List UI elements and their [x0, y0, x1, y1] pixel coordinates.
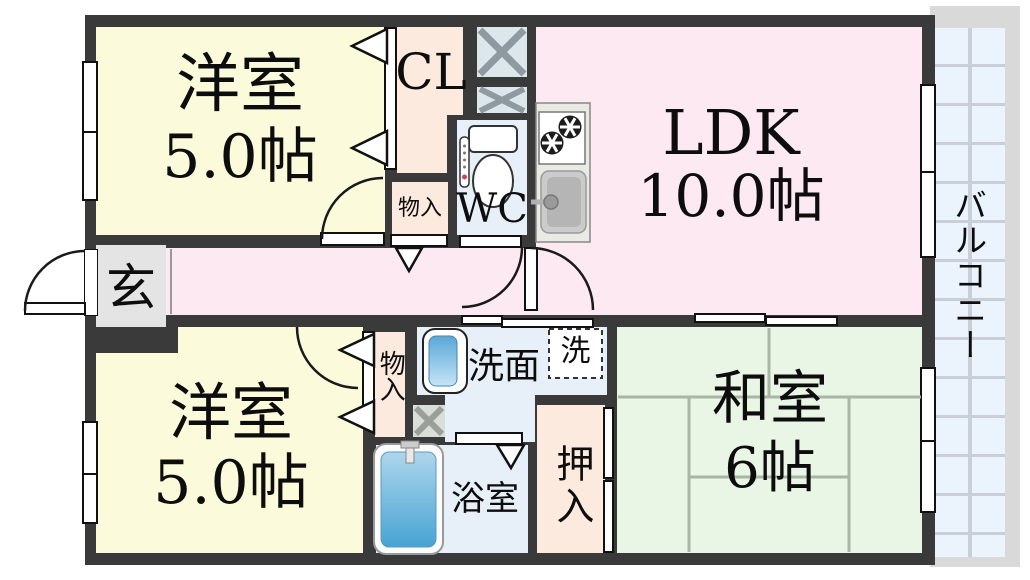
entrance-door-leaf: [24, 302, 86, 315]
oshiire-door-a: [603, 407, 614, 479]
door-ldk-leaf: [524, 247, 538, 311]
sliding-door-japanese-b: [765, 316, 838, 326]
room-storage-bottom: [375, 332, 405, 437]
door-wc-leaf: [459, 235, 522, 248]
label-washing-machine: 洗: [560, 334, 591, 369]
sliding-door-washroom-a: [461, 315, 503, 325]
window-japanese: [920, 367, 936, 513]
hallway: [166, 248, 536, 315]
room-oshiire: [537, 405, 605, 553]
pipe-shaft-box-2: [477, 87, 527, 113]
balcony-floor: [935, 28, 1005, 557]
entrance-door-opening: [84, 249, 98, 316]
window-west-bottom: [82, 421, 98, 524]
window-west-top: [82, 61, 98, 201]
door-storage-top: [390, 234, 448, 247]
label-bathroom: 浴室: [451, 479, 519, 519]
pipe-shaft-box-3: [413, 405, 445, 437]
window-mullion: [922, 440, 934, 442]
label-washroom: 洗面: [467, 346, 540, 387]
label-closet-cl: CL: [395, 43, 467, 101]
label-oshiire: 押入: [549, 444, 594, 528]
room-ldk: [536, 27, 922, 315]
label-western-bottom-name: 洋室: [168, 376, 293, 449]
label-western-top-size: 5.0帖: [162, 122, 318, 192]
label-storage-top: 物入: [397, 196, 442, 221]
pipe-shaft-box-1: [477, 27, 527, 77]
window-mullion: [84, 131, 96, 133]
label-entrance: 玄: [106, 259, 156, 317]
window-mullion: [84, 472, 96, 475]
room-entrance: [96, 245, 166, 333]
room-storage-top: [392, 182, 448, 235]
oshiire-door-b: [603, 480, 614, 553]
bathroom-door: [455, 432, 523, 445]
window-mullion: [922, 171, 934, 173]
label-western-bottom-size: 5.0帖: [153, 448, 309, 518]
window-ldk: [920, 84, 936, 258]
door-western-top-leaf: [320, 232, 385, 246]
label-japanese-name: 和室: [711, 364, 828, 432]
label-western-top-name: 洋室: [176, 48, 304, 122]
label-storage-bottom: 物入: [375, 350, 406, 402]
label-wc: WC: [456, 186, 528, 232]
label-ldk-name: LDK: [662, 96, 800, 169]
label-balcony: バルコニー: [948, 188, 988, 363]
wall-patch-entrance-2: [96, 327, 178, 353]
label-japanese-size: 6帖: [724, 436, 816, 501]
sliding-door-washroom-b: [501, 318, 594, 328]
sliding-door-japanese-a: [694, 313, 766, 323]
label-ldk-size: 10.0帖: [637, 162, 825, 230]
